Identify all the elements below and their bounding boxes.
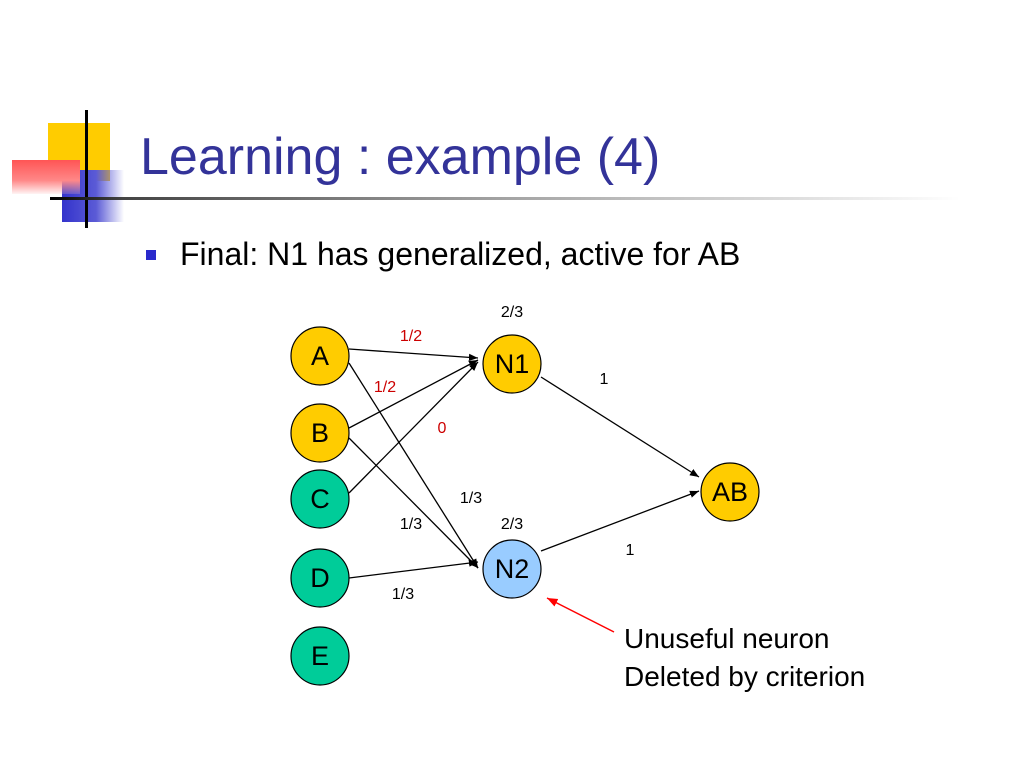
edge-n2-ab — [540, 490, 700, 552]
edge-c-n1 — [348, 361, 479, 494]
label-n2-threshold: 2/3 — [501, 516, 523, 533]
label-n1-threshold: 2/3 — [501, 304, 523, 321]
deco-red-bar — [12, 160, 80, 194]
labels-layer: 2/3 1/2 1/2 0 1 1/3 1/3 2/3 1/3 1 — [374, 304, 635, 603]
label-a-n1-weight: 1/2 — [400, 328, 422, 345]
node-b-label: B — [311, 418, 329, 448]
node-c-circle — [290, 469, 350, 529]
node-ab-label: AB — [712, 477, 748, 507]
node-b: B — [290, 403, 350, 463]
label-b-n2-weight: 1/3 — [400, 516, 422, 533]
annotation-line-2: Deleted by criterion — [624, 661, 866, 692]
node-n1: N1 — [482, 334, 542, 394]
node-e-label: E — [311, 641, 329, 671]
node-ab: AB — [700, 462, 760, 522]
node-ab-circle — [700, 462, 760, 522]
pointer-arrow — [546, 597, 615, 633]
label-c-n1-weight: 0 — [438, 420, 447, 437]
node-n2-circle — [482, 539, 542, 599]
edge-a-n2 — [348, 362, 479, 569]
edge-b-n2 — [348, 437, 479, 569]
node-n1-label: N1 — [495, 349, 530, 379]
node-c-label: C — [310, 484, 330, 514]
node-n1-circle — [482, 334, 542, 394]
node-n2-label: N2 — [495, 554, 530, 584]
deco-vertical-line — [85, 110, 88, 228]
node-n2: N2 — [482, 539, 542, 599]
edge-d-n2 — [348, 559, 479, 579]
node-d: D — [290, 548, 350, 608]
bullet-square-icon — [146, 249, 156, 260]
annotation-line-1: Unuseful neuron — [624, 623, 830, 654]
node-d-circle — [290, 548, 350, 608]
node-c: C — [290, 469, 350, 529]
label-n1-ab-weight: 1 — [600, 371, 609, 388]
bullet-item: Final: N1 has generalized, active for AB — [146, 236, 740, 273]
annotation-note: Unuseful neuron Deleted by criterion — [624, 620, 865, 696]
edge-n1-ab — [540, 376, 700, 478]
node-e-circle — [290, 626, 350, 686]
node-a: A — [290, 326, 350, 386]
deco-horizontal-rule — [50, 197, 960, 200]
node-a-label: A — [311, 341, 329, 371]
label-n2-ab-weight: 1 — [626, 542, 635, 559]
node-b-circle — [290, 403, 350, 463]
edge-a-n1 — [348, 348, 479, 361]
label-b-n1-weight: 1/2 — [374, 379, 396, 396]
edge-b-n1 — [348, 359, 479, 429]
bullet-text: Final: N1 has generalized, active for AB — [180, 236, 741, 272]
node-a-circle — [290, 326, 350, 386]
edges-layer — [348, 348, 700, 579]
label-d-n2-weight: 1/3 — [392, 586, 414, 603]
slide-title: Learning : example (4) — [140, 128, 661, 186]
label-a-n2-weight: 1/3 — [460, 490, 482, 507]
node-d-label: D — [310, 563, 330, 593]
node-e: E — [290, 626, 350, 686]
